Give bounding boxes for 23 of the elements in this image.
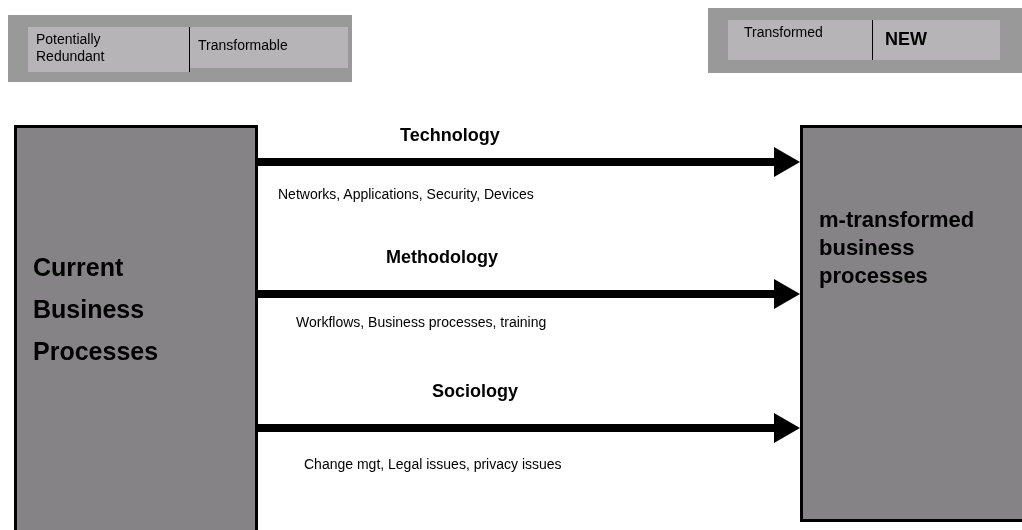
arrow bbox=[258, 279, 800, 309]
edge-label: Methodology bbox=[386, 246, 498, 268]
process-box bbox=[800, 125, 1022, 522]
edge-label: Sociology bbox=[432, 380, 518, 402]
edge-label: Technology bbox=[400, 124, 500, 146]
node-label: Potentially Redundant bbox=[36, 31, 106, 65]
legend-item bbox=[28, 27, 190, 72]
arrow-description: Workflows, Business processes, training bbox=[296, 313, 547, 331]
arrow-description: Networks, Applications, Security, Devices bbox=[278, 185, 534, 203]
legend-item bbox=[728, 20, 873, 60]
node-label: m-transformed business processes bbox=[819, 206, 976, 290]
node-label: Transformed bbox=[744, 24, 824, 41]
node-label: Current Business Processes bbox=[33, 252, 160, 367]
legend-item bbox=[190, 27, 348, 68]
node-label: NEW bbox=[885, 28, 928, 50]
arrow bbox=[258, 413, 800, 443]
arrow bbox=[258, 147, 800, 177]
legend-item bbox=[873, 20, 1000, 60]
legend-panel bbox=[8, 15, 352, 82]
legend-panel bbox=[708, 8, 1022, 73]
arrow-description: Change mgt, Legal issues, privacy issues bbox=[304, 455, 562, 473]
node-label: Transformable bbox=[198, 37, 289, 54]
process-box bbox=[14, 125, 258, 530]
